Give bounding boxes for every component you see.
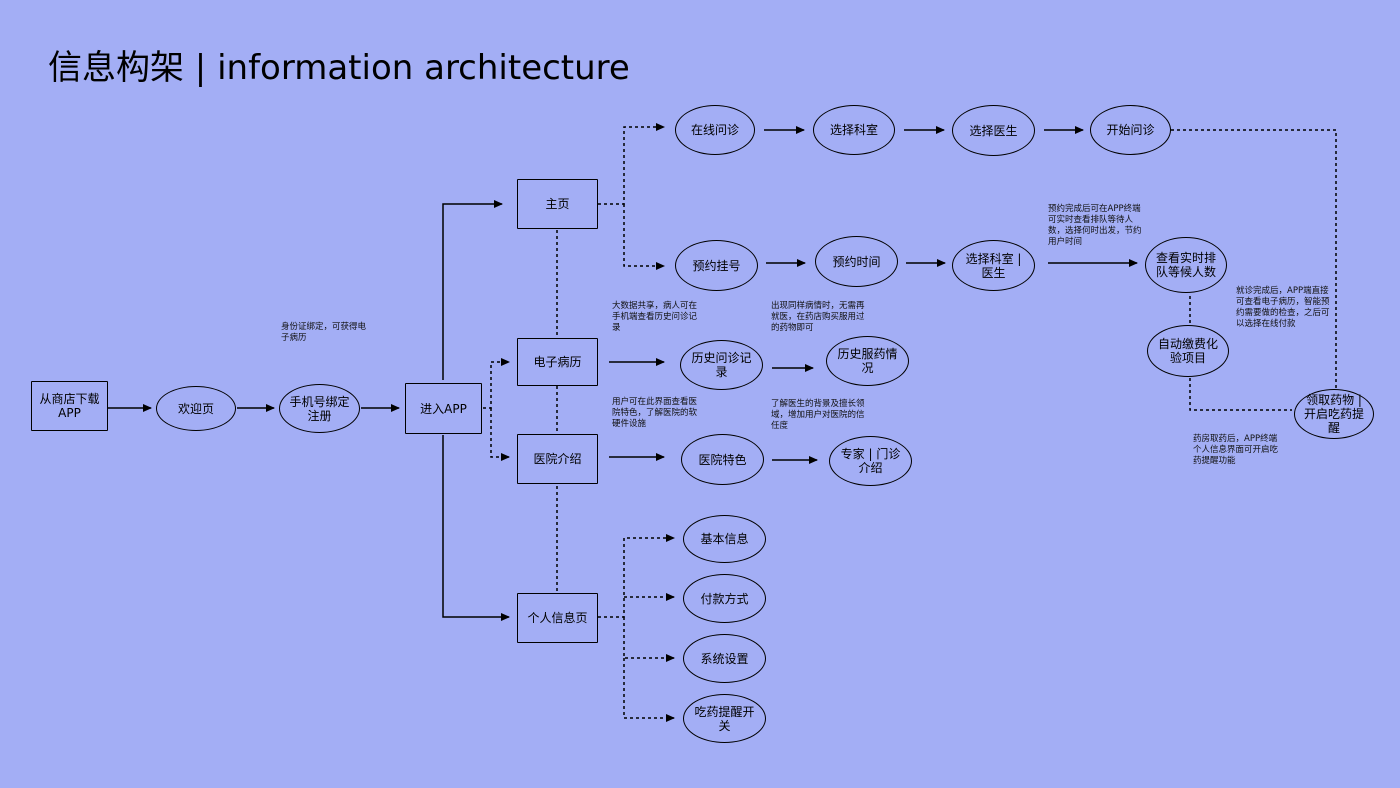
node-personal-label: 个人信息页	[527, 611, 588, 625]
node-booking-time: 预约时间	[815, 236, 898, 287]
node-emr-label: 电子病历	[533, 355, 582, 369]
arrow-enter-personal	[442, 435, 510, 621]
node-personal: 个人信息页	[517, 593, 598, 643]
node-reminder: 吃药提醒开关	[683, 694, 766, 743]
node-enter: 进入APP	[405, 383, 482, 434]
arrow-enter-hospital	[490, 408, 510, 461]
node-experts-label: 专家 | 门诊介绍	[840, 447, 901, 475]
node-basic-info-label: 基本信息	[700, 532, 749, 546]
node-online-label: 在线问诊	[690, 123, 739, 137]
node-med-history: 历史服药情况	[826, 336, 909, 386]
node-select-doctor-label: 选择医生	[969, 123, 1018, 138]
note-same-pain: 出现同样病情时，无需再就医，在药店购买服用过的药物即可	[771, 301, 865, 333]
note-after-visit: 就诊完成后，APP端直接可查看电子病历，智能预约需要做的检查，之后可以选择在线付…	[1236, 286, 1330, 329]
node-booking: 预约挂号	[675, 240, 758, 291]
dash-payment-medicine	[1189, 378, 1292, 411]
node-payment: 自动缴费化验项目	[1147, 325, 1229, 377]
node-reminder-label: 吃药提醒开关	[694, 704, 755, 733]
note-booking-done: 预约完成后可在APP终端可实时查看排队等待人数，选择何时出发，节约用户时间	[1048, 204, 1142, 247]
node-select-dept: 选择科室	[813, 105, 895, 155]
node-booking-time-label: 预约时间	[832, 254, 881, 269]
node-history: 历史问诊记录	[680, 340, 763, 390]
arrow-home-booking	[623, 204, 665, 270]
node-register-label: 手机号绑定注册	[289, 394, 350, 423]
node-select-dept-label: 选择科室	[829, 123, 878, 137]
arrow-personal-reminder	[623, 658, 675, 722]
node-start-consult: 开始问诊	[1090, 105, 1171, 155]
node-download-label: 从商店下载APP	[39, 392, 100, 420]
node-med-history-label: 历史服药情况	[837, 347, 898, 375]
node-experts: 专家 | 门诊介绍	[829, 436, 912, 486]
arrow-home-online	[598, 123, 665, 205]
node-welcome: 欢迎页	[156, 386, 236, 431]
node-enter-label: 进入APP	[420, 401, 467, 416]
arrow-personal-settings	[623, 617, 675, 662]
node-pay-method-label: 付款方式	[700, 591, 749, 606]
arrow-enter-home	[442, 200, 503, 380]
note-id-bind: 身份证绑定，可获得电子病历	[281, 322, 367, 343]
arrow-enter-emr	[483, 358, 510, 409]
node-basic-info: 基本信息	[683, 515, 766, 563]
node-emr: 电子病历	[517, 338, 598, 386]
node-settings-label: 系统设置	[700, 651, 749, 666]
note-after-med: 药房取药后，APP终端个人信息界面可开启吃药提醒功能	[1193, 434, 1279, 466]
node-welcome-label: 欢迎页	[177, 401, 214, 416]
node-settings: 系统设置	[683, 634, 766, 683]
node-history-label: 历史问诊记录	[691, 351, 752, 379]
note-big-data: 大数据共享，病人可在手机端查看历史问诊记录	[612, 301, 698, 333]
node-medicine: 领取药物 | 开启吃药提醒	[1294, 389, 1374, 439]
node-hospital-label: 医院介绍	[533, 452, 582, 466]
note-hospital-view: 用户可在此界面查看医院特色，了解医院的软硬件设施	[612, 397, 698, 429]
node-home-label: 主页	[545, 197, 570, 211]
note-doctor-bg: 了解医生的背景及擅长领域，增加用户对医院的信任度	[771, 399, 865, 431]
arrow-personal-basic	[598, 534, 675, 618]
node-online: 在线问诊	[675, 105, 755, 155]
node-home: 主页	[517, 179, 598, 229]
node-dept-doctor: 选择科室 | 医生	[952, 240, 1035, 291]
node-start-consult-label: 开始问诊	[1106, 123, 1155, 137]
node-download: 从商店下载APP	[31, 381, 108, 431]
node-features-label: 医院特色	[698, 452, 747, 467]
node-queue: 查看实时排队等候人数	[1145, 237, 1227, 293]
node-booking-label: 预约挂号	[692, 258, 741, 273]
node-features: 医院特色	[681, 434, 764, 485]
node-payment-label: 自动缴费化验项目	[1157, 337, 1218, 365]
dash-start-medicine	[1171, 129, 1337, 389]
node-select-doctor: 选择医生	[952, 105, 1035, 156]
node-dept-doctor-label: 选择科室 | 医生	[965, 251, 1022, 280]
node-pay-method: 付款方式	[683, 574, 766, 623]
node-queue-label: 查看实时排队等候人数	[1155, 251, 1216, 279]
node-medicine-label: 领取药物 | 开启吃药提醒	[1303, 393, 1364, 435]
node-hospital: 医院介绍	[517, 434, 598, 484]
page-title: 信息构架 | information architecture	[48, 48, 630, 88]
node-register: 手机号绑定注册	[279, 384, 360, 433]
